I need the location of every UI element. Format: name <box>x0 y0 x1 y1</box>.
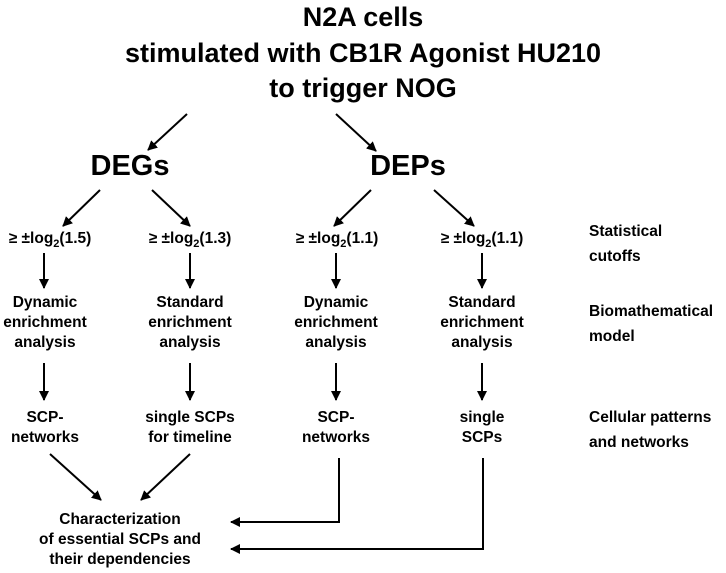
output-scp-networks-deps: SCP-networks <box>301 409 371 446</box>
title-line-1: N2A cells <box>302 2 424 32</box>
cutoff-4: ≥ ±log2(1.1) <box>440 230 524 251</box>
arrow-output-1-to-final <box>49 453 102 501</box>
arrow-deps-to-cutoff-3 <box>333 189 372 227</box>
deps-label: DEPs <box>370 150 446 182</box>
cutoff-2: ≥ ±log2(1.3) <box>148 230 232 251</box>
arrow-output-2-to-final <box>140 453 191 501</box>
cutoff-3: ≥ ±log2(1.1) <box>295 230 379 251</box>
degs-label: DEGs <box>90 150 170 182</box>
arrow-deps-to-cutoff-4 <box>433 189 475 227</box>
arrow-degs-to-cutoff-2 <box>151 189 191 227</box>
arrow-degs-to-cutoff-1 <box>62 189 101 227</box>
arrow-title-to-deps <box>335 113 377 152</box>
title-line-2: stimulated with CB1R Agonist HU210 <box>124 38 602 68</box>
arrow-output-3-to-final <box>230 458 340 527</box>
title-line-3: to trigger NOG <box>269 73 457 103</box>
arrow-output-4-to-final <box>230 458 484 554</box>
output-scp-networks-degs: SCP-networks <box>10 409 80 446</box>
arrow-title-to-degs <box>147 113 188 151</box>
cutoff-1: ≥ ±log2(1.5) <box>8 230 92 251</box>
